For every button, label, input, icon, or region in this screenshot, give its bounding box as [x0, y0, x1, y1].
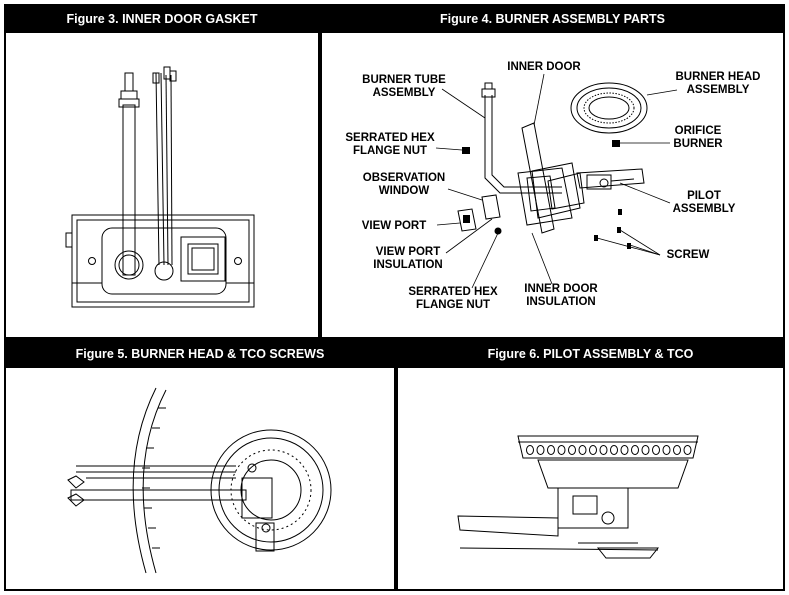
observation-window — [180, 236, 226, 282]
burner-tube-rods — [67, 463, 275, 552]
pilot-assembly-tco-drawing — [457, 435, 699, 559]
burner-port — [557, 445, 566, 455]
burner-tube — [114, 72, 144, 280]
observation-window — [481, 194, 501, 220]
label-burner-head-assembly-1: BURNER HEAD — [676, 71, 761, 83]
label-burner-tube-assembly-2: ASSEMBLY — [373, 87, 436, 99]
pilot-tubes — [152, 66, 177, 281]
burner-port — [673, 445, 681, 455]
figure-5-title: Figure 5. BURNER HEAD & TCO SCREWS — [6, 341, 394, 368]
label-pilot-assembly-1: PILOT — [687, 190, 721, 202]
inner-door-gasket-drawing — [65, 66, 255, 308]
inner-door-arc — [132, 387, 167, 574]
burner-port — [683, 445, 692, 455]
serrated-hex-nut-top — [462, 147, 470, 154]
label-burner-head-assembly-2: ASSEMBLY — [687, 84, 750, 96]
pilot-assembly — [576, 168, 645, 190]
label-observation-window-2: WINDOW — [379, 185, 430, 197]
screws — [594, 209, 631, 249]
view-port — [457, 208, 477, 232]
burner-head-side — [517, 435, 699, 489]
label-orifice-1: ORIFICE — [675, 125, 722, 137]
burner-port — [631, 445, 639, 455]
label-burner-tube-assembly-1: BURNER TUBE — [362, 74, 446, 86]
burner-assembly-parts-drawing: BURNER TUBE ASSEMBLY INNER DOOR BURNER H… — [345, 61, 761, 311]
orifice-burner — [612, 140, 620, 147]
label-inner-door-insulation-1: INNER DOOR — [524, 283, 598, 295]
figure-6-panel: Figure 6. PILOT ASSEMBLY & TCO — [396, 339, 785, 591]
burner-head-tco-screws-drawing — [67, 387, 332, 574]
figure-3-panel: Figure 3. INNER DOOR GASKET — [4, 4, 320, 339]
label-serrated-hex-bottom-2: FLANGE NUT — [416, 299, 490, 311]
burner-port — [568, 445, 576, 455]
burner-port — [578, 445, 587, 455]
burner-port — [599, 445, 608, 455]
burner-port — [526, 445, 534, 455]
label-pilot-assembly-2: ASSEMBLY — [673, 203, 736, 215]
burner-port — [589, 445, 597, 455]
label-screw: SCREW — [667, 249, 710, 261]
burner-port — [641, 445, 650, 455]
serrated-hex-nut-bottom — [494, 227, 502, 235]
burner-port — [662, 445, 671, 455]
label-serrated-hex-top-1: SERRATED HEX — [345, 132, 435, 144]
burner-port — [620, 445, 629, 455]
burner-port — [536, 445, 545, 455]
label-view-port: VIEW PORT — [362, 220, 427, 232]
figure-4-title: Figure 4. BURNER ASSEMBLY PARTS — [322, 6, 783, 33]
figure-6-title: Figure 6. PILOT ASSEMBLY & TCO — [398, 341, 783, 368]
figure-5-panel: Figure 5. BURNER HEAD & TCO SCREWS — [4, 339, 396, 591]
label-orifice-2: BURNER — [673, 138, 723, 150]
label-serrated-hex-bottom-1: SERRATED HEX — [408, 286, 498, 298]
pilot-tco-assembly — [457, 487, 660, 559]
label-inner-door-insulation-2: INSULATION — [526, 296, 595, 308]
burner-port — [547, 445, 555, 455]
label-observation-window-1: OBSERVATION — [363, 172, 445, 184]
label-view-port-insulation-2: INSULATION — [373, 259, 442, 271]
gasket-plate — [65, 214, 255, 308]
figure-3-title: Figure 3. INNER DOOR GASKET — [6, 6, 318, 33]
burner-port — [610, 445, 618, 455]
label-inner-door: INNER DOOR — [507, 61, 581, 73]
burner-port — [652, 445, 660, 455]
label-serrated-hex-top-2: FLANGE NUT — [353, 145, 427, 157]
figure-4-panel: Figure 4. BURNER ASSEMBLY PARTS BURNER T… — [320, 4, 785, 339]
burner-head-assembly — [570, 82, 648, 134]
inner-door-insulation — [531, 162, 585, 219]
label-view-port-insulation-1: VIEW PORT — [376, 246, 441, 258]
